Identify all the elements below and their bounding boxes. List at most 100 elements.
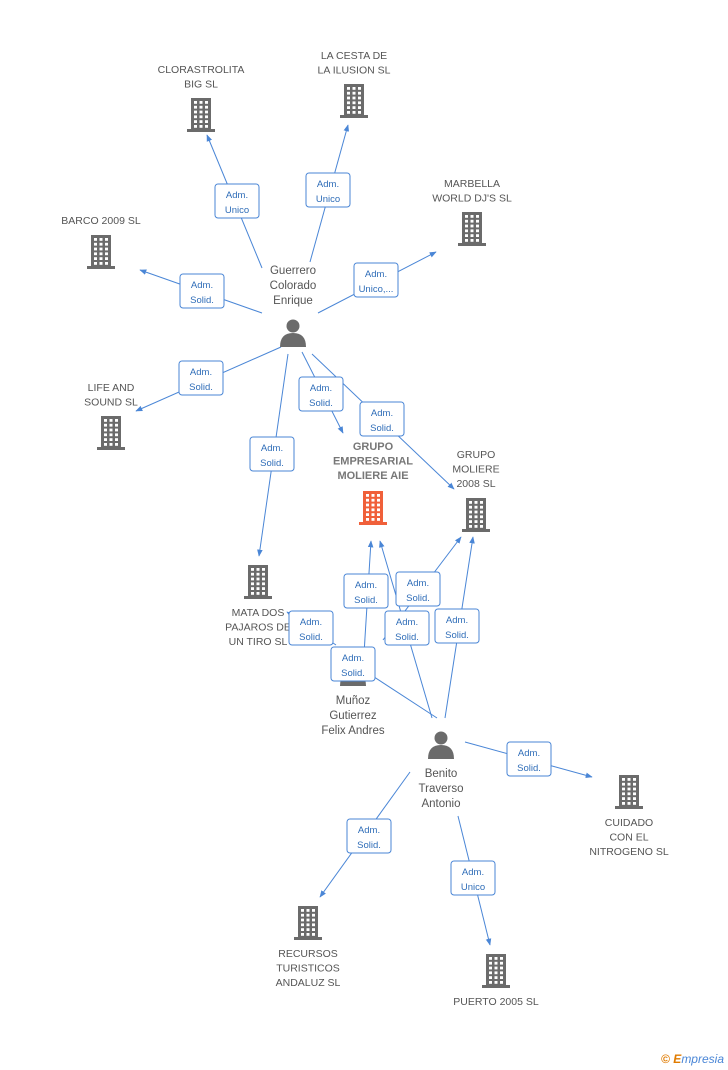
- building-icon: [87, 235, 115, 269]
- edge-label-box: [249, 436, 295, 472]
- edge-label-text: Adm.: [446, 615, 468, 626]
- company-node-clorastrolita[interactable]: CLORASTROLITA BIG SL: [158, 64, 245, 132]
- edge-label-benito-grupo_aie[interactable]: Adm.Solid.: [384, 610, 430, 646]
- empresia-watermark[interactable]: © Empresia: [661, 1052, 724, 1066]
- edge-label-benito-cuidado[interactable]: Adm.Solid.: [506, 741, 552, 777]
- node-label-line: MARBELLA: [444, 178, 500, 190]
- edge-label-text: Solid.: [341, 668, 365, 679]
- node-label-line: LA CESTA DE: [321, 50, 387, 62]
- node-label-line: Muñoz: [336, 695, 371, 707]
- building-icon: [462, 498, 490, 532]
- edge-label-text: Solid.: [370, 423, 394, 434]
- copyright-symbol: ©: [661, 1052, 670, 1066]
- person-icon: [280, 319, 306, 347]
- edge-label-text: Adm.: [355, 580, 377, 591]
- edge-label-guerrero-mata[interactable]: Adm.Solid.: [249, 436, 295, 472]
- node-label-line: NITROGENO SL: [589, 846, 669, 858]
- edge-label-text: Solid.: [309, 398, 333, 409]
- edge-label-text: Adm.: [358, 825, 380, 836]
- edge-label-text: Adm.: [365, 269, 387, 280]
- edge-label-munoz-grupo_aie[interactable]: Adm.Solid.: [343, 573, 389, 609]
- building-icon: [187, 98, 215, 132]
- edge-label-text: Unico,...: [359, 284, 394, 295]
- company-node-cesta[interactable]: LA CESTA DE LA ILUSION SL: [318, 50, 391, 118]
- edge-label-munoz-grupo2008[interactable]: Adm.Solid.: [395, 571, 441, 607]
- edge-label-box: [346, 818, 392, 854]
- edge-label-text: Adm.: [317, 179, 339, 190]
- edge-label-benito-mata[interactable]: Adm.Solid.: [330, 646, 376, 682]
- edge-label-text: Adm.: [310, 383, 332, 394]
- node-label-line: Gutierrez: [329, 710, 377, 722]
- node-label-line: PUERTO 2005 SL: [453, 996, 539, 1008]
- edge-label-text: Adm.: [407, 578, 429, 589]
- edge-label-text: Adm.: [371, 408, 393, 419]
- edge-label-guerrero-marbella[interactable]: Adm. Unico,...: [353, 262, 399, 298]
- node-label-line: GRUPO: [457, 449, 496, 461]
- node-label-line: WORLD DJ'S SL: [432, 193, 512, 205]
- edge-label-text: Adm.: [462, 867, 484, 878]
- edge-label-box: [343, 573, 389, 609]
- node-label-line: 2008 SL: [456, 478, 495, 490]
- edge-label-text: Unico: [225, 205, 249, 216]
- edge-label-guerrero-life[interactable]: Adm.Solid.: [178, 360, 224, 396]
- node-label-line: MATA DOS: [232, 607, 285, 619]
- edge-label-guerrero-barco[interactable]: Adm.Solid.: [179, 273, 225, 309]
- edge-label-box: [179, 273, 225, 309]
- nodes-layer: CLORASTROLITA BIG SL LA CESTA DE LA ILUSION…: [61, 50, 669, 1008]
- edge-label-box: [506, 741, 552, 777]
- edge-label-text: Unico: [316, 194, 340, 205]
- node-label-line: ANDALUZ SL: [276, 977, 341, 989]
- edge-label-benito-puerto[interactable]: Adm. Unico: [450, 860, 496, 896]
- company-node-puerto[interactable]: PUERTO 2005 SL: [453, 954, 539, 1008]
- edge-label-text: Solid.: [260, 458, 284, 469]
- building-icon: [97, 416, 125, 450]
- building-icon: [615, 775, 643, 809]
- edge-label-guerrero-grupo2008[interactable]: Adm. Solid.: [359, 401, 405, 437]
- edge-labels-layer: Adm.UnicoAdm.UnicoAdm.Unico,...Adm.Solid…: [178, 172, 552, 896]
- edge-label-box: [434, 608, 480, 644]
- edge-label-guerrero-grupo_aie[interactable]: Adm. Solid.: [298, 376, 344, 412]
- edge-label-text: Solid.: [190, 295, 214, 306]
- node-label-line: Guerrero: [270, 265, 316, 277]
- edge-label-benito-recursos[interactable]: Adm. Solid.: [346, 818, 392, 854]
- building-icon: [294, 906, 322, 940]
- edge-label-box: [214, 183, 260, 219]
- node-label-line: Enrique: [273, 295, 313, 307]
- edge-label-text: Adm.: [226, 190, 248, 201]
- company-node-barco[interactable]: BARCO 2009 SL: [61, 215, 141, 269]
- edge-label-text: Solid.: [299, 632, 323, 643]
- edge-label-text: Solid.: [517, 763, 541, 774]
- edge-label-text: Adm.: [300, 617, 322, 628]
- node-label-line: MOLIERE AIE: [337, 470, 408, 482]
- node-label-line: Traverso: [419, 783, 464, 795]
- node-label-line: Felix Andres: [321, 725, 385, 737]
- edge-label-guerrero-cesta[interactable]: Adm. Unico: [305, 172, 351, 208]
- edge-label-guerrero-clorastrolita[interactable]: Adm. Unico: [214, 183, 260, 219]
- node-label-line: MOLIERE: [452, 464, 499, 476]
- edge-label-box: [353, 262, 399, 298]
- node-label-line: LA ILUSION SL: [318, 65, 391, 77]
- building-icon: [359, 491, 387, 525]
- node-label-line: Colorado: [270, 280, 317, 292]
- building-icon: [482, 954, 510, 988]
- edge-label-text: Unico: [461, 882, 485, 893]
- company-node-marbella[interactable]: MARBELLA WORLD DJ'S SL: [432, 178, 512, 246]
- edge-label-text: Solid.: [357, 840, 381, 851]
- node-label-line: PAJAROS DE: [225, 622, 291, 634]
- edge-label-box: [450, 860, 496, 896]
- edge-label-box: [305, 172, 351, 208]
- edge-label-text: Adm.: [190, 367, 212, 378]
- node-label-line: CLORASTROLITA: [158, 64, 245, 76]
- edge-label-munoz-mata[interactable]: Adm. Solid.: [288, 610, 334, 646]
- edge-label-benito-grupo2008[interactable]: Adm.Solid.: [434, 608, 480, 644]
- node-label-line: BIG SL: [184, 79, 218, 91]
- company-node-grupo2008[interactable]: GRUPO MOLIERE 2008 SL: [452, 449, 500, 532]
- node-label-line: EMPRESARIAL: [333, 456, 413, 468]
